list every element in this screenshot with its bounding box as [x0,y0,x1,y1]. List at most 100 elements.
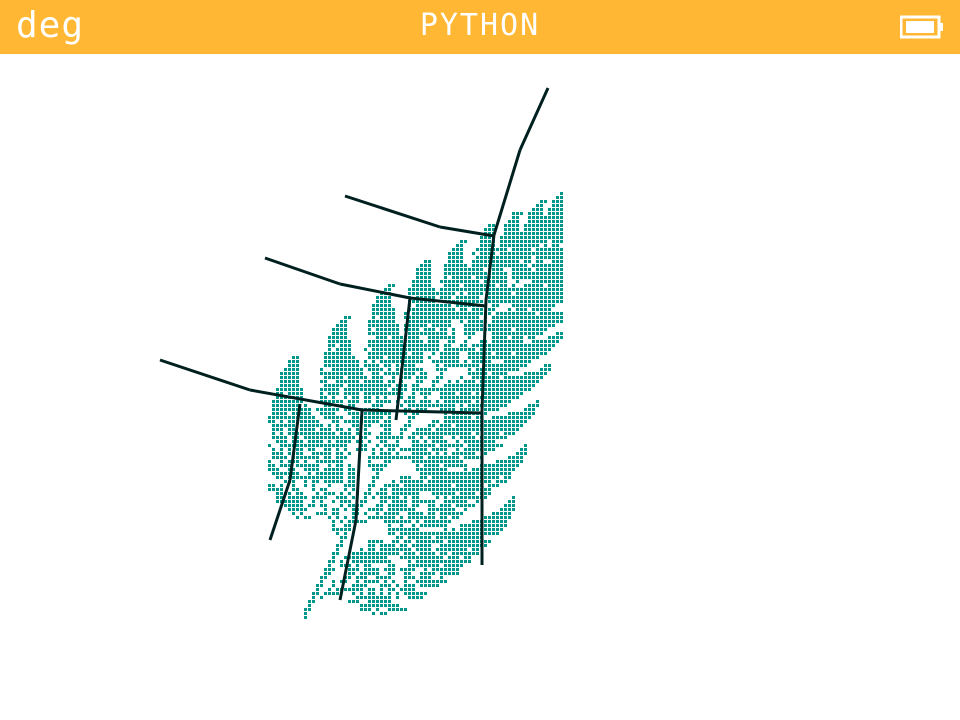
fern-pixel [424,472,427,475]
fern-pixel [408,436,411,439]
fern-pixel [280,392,283,395]
fern-pixel [308,412,311,415]
fern-pixel [524,268,527,271]
fern-pixel [536,352,539,355]
fern-pixel [360,448,363,451]
fern-pixel [272,432,275,435]
fern-pixel [368,592,371,595]
fern-pixel [432,552,435,555]
fern-pixel [340,536,343,539]
fern-pixel [448,532,451,535]
fern-pixel [376,580,379,583]
fern-pixel [464,464,467,467]
fern-pixel [500,332,503,335]
fern-pixel [528,312,531,315]
fern-pixel [292,472,295,475]
fern-pixel [280,496,283,499]
fern-pixel [496,336,499,339]
fern-pixel [460,384,463,387]
fern-pixel [408,552,411,555]
fern-pixel [532,244,535,247]
fern-pixel [328,364,331,367]
fern-pixel [408,364,411,367]
fern-pixel [464,392,467,395]
fern-pixel [412,360,415,363]
fern-pixel [456,244,459,247]
fern-pixel [452,332,455,335]
fern-pixel [368,544,371,547]
fern-pixel [504,420,507,423]
fern-pixel [380,400,383,403]
fern-pixel [504,248,507,251]
fern-pixel [556,220,559,223]
fern-pixel [472,348,475,351]
fern-pixel [376,372,379,375]
fern-pixel [300,400,303,403]
fern-pixel [456,272,459,275]
fern-pixel [316,492,319,495]
fern-pixel [508,464,511,467]
fern-pixel [524,228,527,231]
fern-pixel [472,300,475,303]
status-bar: deg PYTHON [0,0,960,54]
fern-pixel [512,356,515,359]
fern-pixel [464,296,467,299]
fern-pixel [416,456,419,459]
fern-pixel [376,492,379,495]
fern-pixel [432,360,435,363]
fern-pixel [344,580,347,583]
fern-pixel [524,332,527,335]
fern-pixel [376,332,379,335]
fern-pixel [340,416,343,419]
fern-pixel [448,520,451,523]
fern-pixel [500,272,503,275]
fern-pixel [500,300,503,303]
fern-pixel [488,484,491,487]
fern-pixel [292,480,295,483]
fern-pixel [496,312,499,315]
fern-pixel [424,444,427,447]
fern-pixel [484,280,487,283]
fern-pixel [308,504,311,507]
fern-pixel [384,304,387,307]
fern-pixel [524,232,527,235]
fern-pixel [416,340,419,343]
fern-pixel [424,328,427,331]
fern-pixel [312,596,315,599]
fern-pixel [340,540,343,543]
fern-pixel [508,376,511,379]
fern-pixel [416,468,419,471]
fern-pixel [500,240,503,243]
fern-pixel [472,420,475,423]
fern-pixel [444,292,447,295]
fern-pixel [456,496,459,499]
fern-pixel [460,444,463,447]
fern-pixel [496,472,499,475]
fern-pixel [348,400,351,403]
fern-pixel [540,368,543,371]
fern-pixel [428,508,431,511]
fern-pixel [344,528,347,531]
fern-pixel [364,512,367,515]
fern-pixel [556,204,559,207]
fern-pixel [512,316,515,319]
fern-pixel [516,232,519,235]
fern-pixel [376,436,379,439]
fern-pixel [516,332,519,335]
fern-pixel [436,520,439,523]
fern-pixel [444,552,447,555]
fern-pixel [480,312,483,315]
fern-pixel [324,480,327,483]
fern-pixel [440,580,443,583]
fern-pixel [424,312,427,315]
fern-pixel [408,596,411,599]
fern-pixel [456,504,459,507]
fern-pixel [468,380,471,383]
fern-pixel [440,520,443,523]
fern-pixel [388,352,391,355]
fern-pixel [528,324,531,327]
fern-pixel [532,236,535,239]
fern-pixel [452,544,455,547]
fern-pixel [292,376,295,379]
fern-pixel [436,304,439,307]
